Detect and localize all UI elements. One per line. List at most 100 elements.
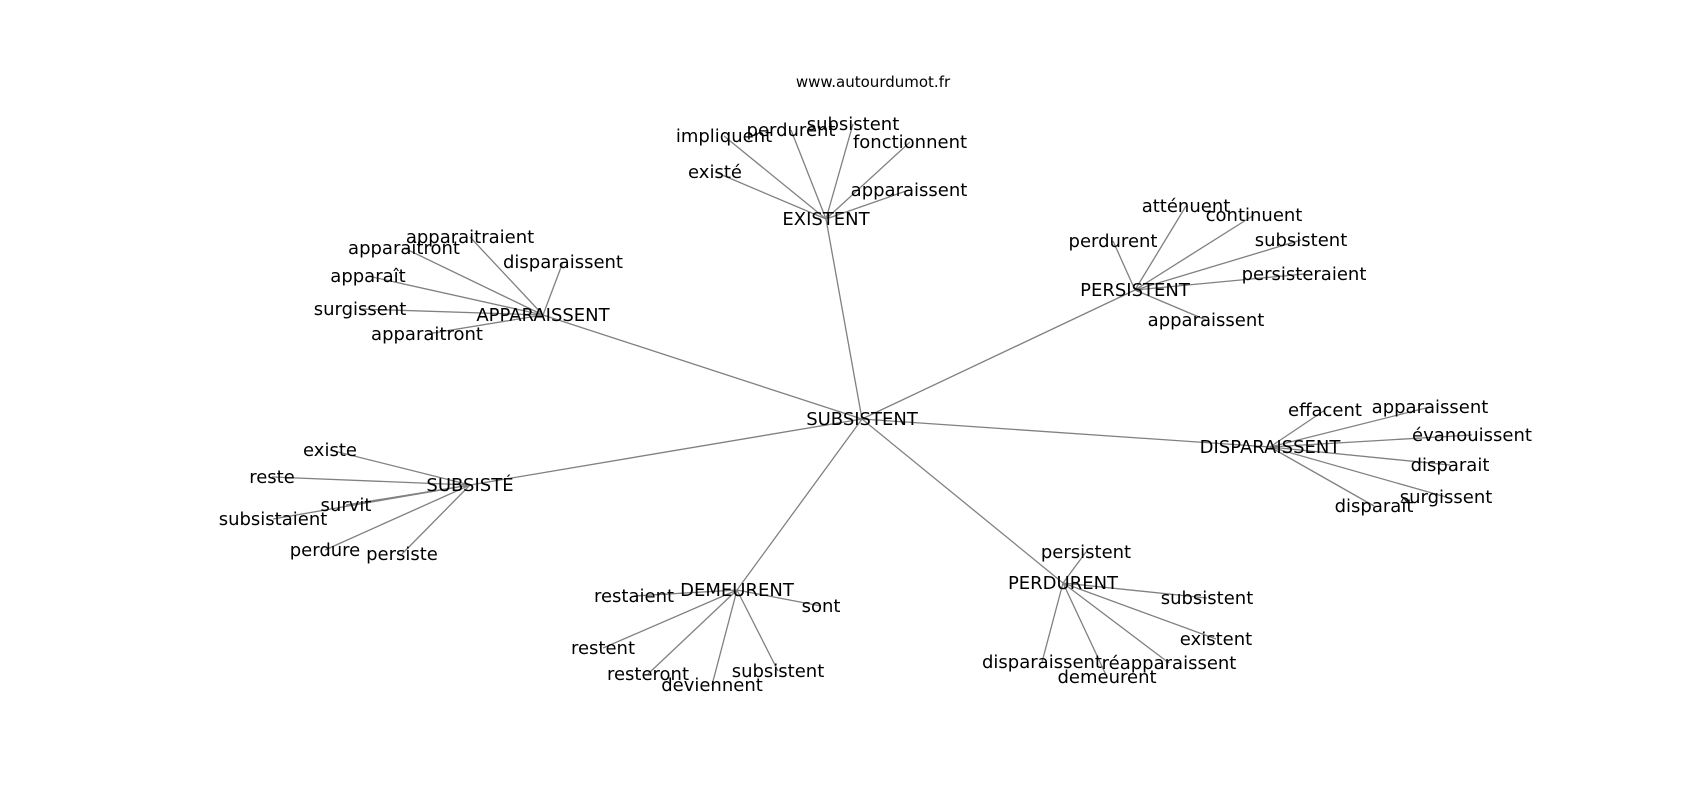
edge-root-disparaissent [861,418,1271,448]
leaf-node-apparaissent[interactable]: apparaissent [1148,310,1265,331]
edge-existent-fonctionnent [825,141,911,220]
leaf-node-perdurent[interactable]: perdurent [1069,231,1158,252]
edge-demeurent-restent [602,589,738,649]
leaf-node-subsistent[interactable]: subsistent [807,114,900,135]
edge-root-perdurent [861,418,1064,584]
leaf-node-apparaitront[interactable]: apparaîtront [348,238,460,259]
graph-edges [271,123,1473,686]
edge-apparaissent-apparaitront [403,247,544,316]
leaf-node-apparaitraient[interactable]: apparaitraient [406,227,534,248]
leaf-node-subsistent[interactable]: subsistent [732,661,825,682]
leaf-node-disparait[interactable]: disparait [1411,455,1490,476]
leaf-node-restent[interactable]: restent [571,638,635,659]
edge-subsiste-reste [271,476,471,486]
edge-disparaissent-apparaissent [1269,406,1431,448]
leaf-node-apparait[interactable]: apparaît [330,266,405,287]
hub-node-perdurent[interactable]: PERDURENT [1008,573,1119,594]
edge-root-subsiste [469,418,863,486]
graph-labels: impliquentperdurentsubsistentfonctionnen… [219,114,1532,696]
edge-demeurent-sont [736,589,822,607]
edge-apparaissent-apparaitraient [469,236,544,316]
edge-disparaissent-disparait [1269,446,1375,507]
leaf-node-surgissent[interactable]: surgissent [1400,487,1493,508]
edge-existent-subsistent [825,123,854,220]
leaf-node-continuent[interactable]: continuent [1206,205,1303,226]
edge-persistent-persisteraient [1134,273,1305,291]
leaf-node-resteront[interactable]: resteront [607,664,689,685]
edge-root-demeurent [736,418,863,591]
edge-perdurent-persistent [1062,551,1087,584]
edge-perdurent-reapparaissent [1062,582,1170,664]
leaf-node-disparaissent[interactable]: disparaissent [503,252,623,273]
leaf-node-perdurent[interactable]: perdurent [747,120,836,141]
leaf-node-deviennent[interactable]: deviennent [661,675,763,696]
edge-persistent-attenuent [1134,205,1187,291]
leaf-node-reste[interactable]: reste [249,467,295,488]
hub-node-existent[interactable]: EXISTENT [782,209,870,230]
edge-perdurent-existent [1062,582,1217,640]
root-node[interactable]: SUBSISTENT [806,409,919,430]
leaf-node-persisteraient[interactable]: persisteraient [1242,264,1367,285]
edge-subsiste-perdure [324,484,471,551]
edge-perdurent-disparaissent [1041,582,1064,663]
leaf-node-surgissent[interactable]: surgissent [314,299,407,320]
hub-node-persistent[interactable]: PERSISTENT [1080,280,1191,301]
hub-node-disparaissent[interactable]: DISPARAISSENT [1200,437,1342,458]
leaf-node-reapparaissent[interactable]: réapparaissent [1102,653,1237,674]
edge-apparaissent-disparaissent [542,261,564,316]
edge-persistent-continuent [1134,214,1255,291]
leaf-node-perdure[interactable]: perdure [290,540,361,561]
edge-disparaissent-disparait [1269,446,1451,466]
hub-node-apparaissent[interactable]: APPARAISSENT [476,305,610,326]
edge-root-existent [825,218,863,420]
source-label: www.autourdumot.fr [796,73,951,91]
edge-subsiste-subsistaient [272,484,471,520]
edge-demeurent-subsistent [736,589,779,672]
leaf-node-persistent[interactable]: persistent [1041,542,1131,563]
hub-node-demeurent[interactable]: DEMEURENT [680,580,795,601]
leaf-node-apparaissent[interactable]: apparaissent [851,180,968,201]
edge-disparaissent-evanouissent [1269,434,1473,448]
edge-existent-existe [714,171,827,220]
leaf-node-sont[interactable]: sont [802,596,841,617]
leaf-node-fonctionnent[interactable]: fonctionnent [853,132,967,153]
leaf-node-subsistaient[interactable]: subsistaient [219,509,328,530]
edge-disparaissent-effacent [1269,409,1326,448]
leaf-node-demeurent[interactable]: demeurent [1057,667,1156,688]
leaf-node-restaient[interactable]: restaient [594,586,674,607]
hub-node-subsiste[interactable]: SUBSISTÉ [426,474,513,496]
edge-perdurent-demeurent [1062,582,1108,678]
edge-apparaissent-apparaitront [426,314,544,335]
edge-root-apparaissent [542,314,863,420]
leaf-node-survit[interactable]: survit [321,495,372,516]
edge-existent-perdurent [790,129,827,220]
edge-persistent-subsistent [1134,239,1302,291]
leaf-node-existent[interactable]: existent [1180,629,1252,650]
leaf-node-impliquent[interactable]: impliquent [676,126,772,147]
leaf-node-apparaissent[interactable]: apparaissent [1372,397,1489,418]
edge-apparaissent-apparait [367,275,544,316]
edge-demeurent-resteront [647,589,738,675]
leaf-node-existe[interactable]: existe [303,440,357,461]
leaf-node-existe[interactable]: existé [688,162,742,183]
leaf-node-disparaissent[interactable]: disparaissent [982,652,1102,673]
leaf-node-evanouissent[interactable]: évanouissent [1412,425,1532,446]
edge-subsiste-existe [329,449,471,486]
edge-perdurent-subsistent [1062,582,1208,599]
edge-demeurent-restaient [633,589,738,597]
leaf-node-subsistent[interactable]: subsistent [1161,588,1254,609]
edge-persistent-perdurent [1112,240,1136,291]
edge-existent-apparaissent [825,189,910,220]
edge-existent-impliquent [723,135,827,220]
leaf-node-effacent[interactable]: effacent [1288,400,1362,421]
edge-disparaissent-surgissent [1269,446,1447,498]
leaf-node-disparait[interactable]: disparaît [1335,496,1414,517]
edge-apparaissent-surgissent [359,308,544,316]
edge-root-persistent [861,289,1136,420]
leaf-node-subsistent[interactable]: subsistent [1255,230,1348,251]
leaf-node-attenuent[interactable]: atténuent [1142,196,1231,217]
edge-demeurent-deviennent [711,589,738,686]
leaf-node-apparaitront[interactable]: apparaitront [371,324,483,345]
edge-subsiste-persiste [401,484,471,555]
leaf-node-persiste[interactable]: persiste [366,544,438,565]
